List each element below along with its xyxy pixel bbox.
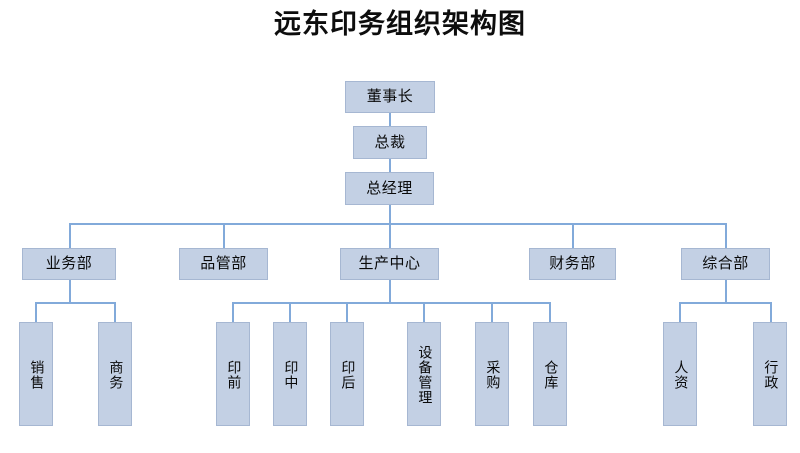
connector-bus-to-renzi — [679, 302, 681, 322]
connector-bus-to-yinzhong — [289, 302, 291, 322]
node-unit-cangku[interactable]: 仓库 — [533, 322, 567, 426]
node-general-manager[interactable]: 总经理 — [345, 172, 434, 205]
connector-bus-to-shebeiguanli — [423, 302, 425, 322]
connector-president-to-gm — [389, 159, 391, 172]
connector-shengchanzhongxin-bus — [232, 302, 550, 304]
connector-bus-to-xiaoshou — [35, 302, 37, 322]
connector-bus-to-xingzheng — [770, 302, 772, 322]
connector-bus-to-yewubu — [69, 223, 71, 248]
node-department-zonghebu[interactable]: 综合部 — [681, 248, 770, 280]
node-unit-yinqian[interactable]: 印前 — [216, 322, 250, 426]
node-president[interactable]: 总裁 — [353, 126, 427, 159]
connector-bus-to-shangwu — [114, 302, 116, 322]
connector-bus-to-caigou — [491, 302, 493, 322]
node-department-caiwubu[interactable]: 财务部 — [529, 248, 616, 280]
node-unit-shebeiguanli[interactable]: 设备管理 — [407, 322, 441, 426]
node-unit-yinzhong[interactable]: 印中 — [273, 322, 307, 426]
page-title: 远东印务组织架构图 — [274, 9, 526, 40]
connector-zonghebu-bus — [679, 302, 771, 304]
connector-department-bus — [69, 223, 726, 225]
node-chairman[interactable]: 董事长 — [345, 81, 435, 113]
connector-bus-to-shengchanzhongxin — [389, 223, 391, 248]
node-unit-xiaoshou[interactable]: 销售 — [19, 322, 53, 426]
connector-shengchanzhongxin-stem — [389, 280, 391, 303]
connector-bus-to-pinguanbu — [223, 223, 225, 248]
node-department-yewubu[interactable]: 业务部 — [22, 248, 116, 280]
connector-bus-to-yinqian — [232, 302, 234, 322]
connector-gm-to-bus — [389, 205, 391, 224]
connector-yewubu-bus — [35, 302, 115, 304]
node-department-pinguanbu[interactable]: 品管部 — [179, 248, 268, 280]
node-unit-renzi[interactable]: 人资 — [663, 322, 697, 426]
connector-zonghebu-stem — [725, 280, 727, 303]
connector-chairman-to-president — [389, 113, 391, 126]
connector-bus-to-yinhou — [346, 302, 348, 322]
node-unit-caigou[interactable]: 采购 — [475, 322, 509, 426]
connector-bus-to-zonghebu — [725, 223, 727, 248]
connector-bus-to-cangku — [549, 302, 551, 322]
node-unit-xingzheng[interactable]: 行政 — [753, 322, 787, 426]
connector-yewubu-stem — [69, 280, 71, 303]
node-department-shengchanzhongxin[interactable]: 生产中心 — [340, 248, 439, 280]
connector-bus-to-caiwubu — [572, 223, 574, 248]
node-unit-yinhou[interactable]: 印后 — [330, 322, 364, 426]
node-unit-shangwu[interactable]: 商务 — [98, 322, 132, 426]
